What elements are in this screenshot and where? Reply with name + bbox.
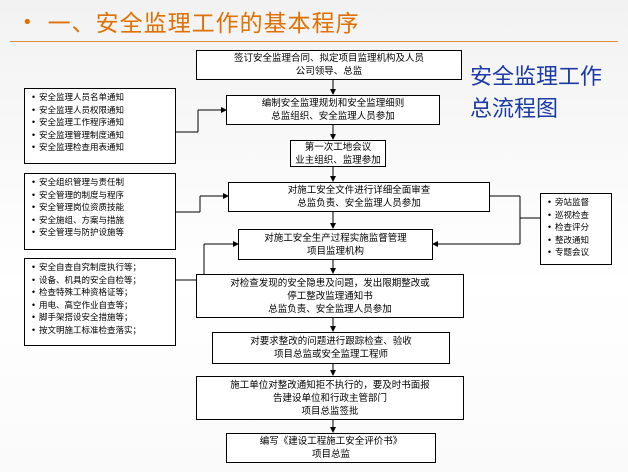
side-item: •安全监理人员权限通知 <box>31 105 125 116</box>
side-item: •安全组织管理与责任制 <box>31 178 125 188</box>
side-item: •安全管理与防护设施等 <box>31 228 125 238</box>
step-line: 对要求整改的问题进行跟踪检查、验收 <box>250 336 412 347</box>
flow-step-first-meeting: 第一次工地会议 业主组织、监理参加 <box>290 140 386 167</box>
step-line: 对检查发现的安全隐患及问题，发出限期整改或 <box>230 277 430 289</box>
step-line: 总监组织、安全监理人员参加 <box>271 111 395 122</box>
flow-step-contract: 签订安全监理合同、拟定项目监理机构及人员 公司领导、总监 <box>196 50 462 80</box>
step-line: 对施工安全生产过程实施监督管理 <box>264 232 407 244</box>
step-line: 签订安全监理合同、拟定项目监理机构及人员 <box>233 53 424 64</box>
side-item: •旁站监督 <box>547 198 590 208</box>
side-item: •安全监理人员名单通知 <box>31 93 125 103</box>
side-item: •安全管理的制度与程序 <box>31 190 125 201</box>
step-line: 公司领导、总监 <box>295 66 363 77</box>
step-line: 施工单位对整改通知拒不执行的，要及时书面报 <box>230 379 430 391</box>
side-item: •安全监理检查用表通知 <box>31 143 125 153</box>
flow-chart-label: 安全监理工作总流程图 <box>470 65 603 122</box>
flow-step-supervision: 对施工安全生产过程实施监督管理 项目监理机构 <box>238 229 433 260</box>
flow-step-report: 施工单位对整改通知拒不执行的，要及时书面报 告建设单位和行政主管部门 项目总监签… <box>196 376 464 420</box>
side-item: •安全监理管理制度通知 <box>31 130 125 141</box>
side-item: •安全管理岗位资质技能 <box>31 203 125 213</box>
step-line: 项目总监签批 <box>301 405 359 417</box>
flow-step-plan: 编制安全监理规划和安全监理细则 总监组织、安全监理人员参加 <box>226 95 440 125</box>
step-line: 编制安全监理规划和安全监理细则 <box>261 98 405 109</box>
step-line: 项目总监或安全监理工程师 <box>273 349 388 360</box>
flow-step-document-review: 对施工安全文件进行详细全面审查 总监负责、安全监理人员参加 <box>228 182 490 212</box>
step-line: 项目总监 <box>311 449 350 460</box>
side-item: •专题会议 <box>547 248 590 258</box>
side-item: •整改通知 <box>547 235 590 246</box>
step-line: 业主组织、监理参加 <box>295 154 381 166</box>
flow-step-rectification-notice: 对检查发现的安全隐患及问题，发出限期整改或 停工整改监理通知书 总监负责、安全监… <box>196 274 464 318</box>
flow-step-evaluation: 编写《建设工程施工安全评价书》 项目总监 <box>226 433 436 463</box>
title-divider <box>10 41 618 42</box>
side-box-methods: •旁站监督 •巡视检查 •检查评分 •整改通知 •专题会议 <box>540 193 612 265</box>
step-line: 项目监理机构 <box>306 245 364 257</box>
side-box-notifications: •安全监理人员名单通知 •安全监理人员权限通知 •安全监理工作程序通知 •安全监… <box>24 88 176 164</box>
flow-step-follow-up: 对要求整改的问题进行跟踪检查、验收 项目总监或安全监理工程师 <box>212 332 450 364</box>
side-item: •检查特殊工种资格证等； <box>31 288 133 298</box>
side-item: •脚手架搭设安全措施等； <box>31 313 133 323</box>
side-item: •安全自查自究制度执行等； <box>31 263 142 273</box>
step-line: 停工整改监理通知书 <box>287 290 373 302</box>
side-item: •安全监理工作程序通知 <box>31 118 125 128</box>
side-box-self-check: •安全自查自究制度执行等； •设备、机具的安全自检等； •检查特殊工种资格证等；… <box>24 258 176 346</box>
step-line: 告建设单位和行政主管部门 <box>272 392 387 404</box>
title-text: 一、安全监理工作的基本程序 <box>47 11 360 37</box>
step-line: 第一次工地会议 <box>304 141 372 153</box>
side-item: •按文明施工标准检查落实； <box>31 325 142 336</box>
slide-title: • 一、安全监理工作的基本程序 <box>22 4 360 40</box>
side-item: •设备、机具的安全自检等； <box>31 275 142 286</box>
step-line: 总监负责、安全监理人员参加 <box>268 303 392 315</box>
side-item: •巡视检查 <box>547 210 590 221</box>
title-bullet: • <box>22 12 34 33</box>
step-line: 对施工安全文件进行详细全面审查 <box>287 185 431 196</box>
step-line: 编写《建设工程施工安全评价书》 <box>259 436 403 447</box>
step-line: 总监负责、安全监理人员参加 <box>297 198 421 209</box>
side-item: •安全施组、方案与措施 <box>31 215 125 226</box>
side-box-document-items: •安全组织管理与责任制 •安全管理的制度与程序 •安全管理岗位资质技能 •安全施… <box>24 173 176 250</box>
side-item: •检查评分 <box>547 223 590 233</box>
side-item: •用电、高空作业自查等； <box>31 300 133 311</box>
